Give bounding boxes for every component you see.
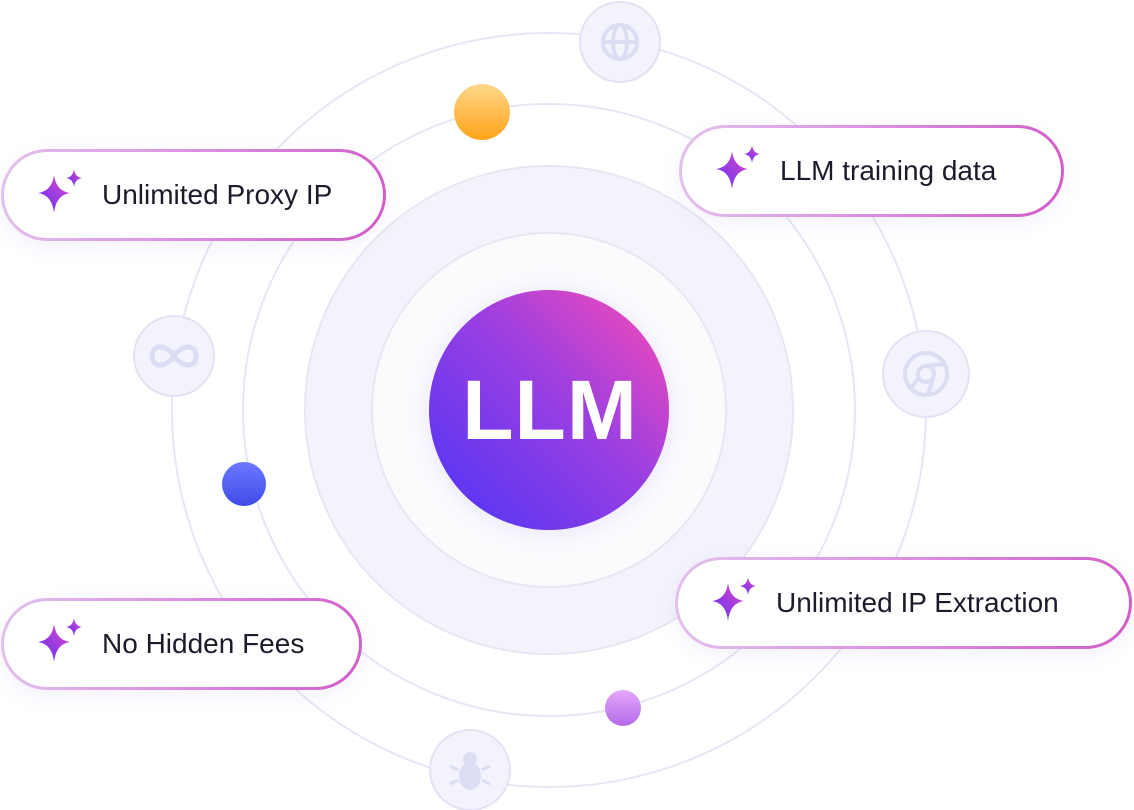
purple-dot — [605, 690, 641, 726]
bug-icon — [429, 729, 511, 810]
llm-core — [429, 290, 669, 530]
globe-icon — [579, 1, 661, 83]
blue-dot — [222, 462, 266, 506]
sparkle-icon — [38, 169, 82, 213]
feature-label: Unlimited Proxy IP — [102, 179, 333, 210]
orange-dot — [454, 84, 510, 140]
feature-pill-no-hidden-fees: No Hidden Fees — [1, 598, 362, 690]
feature-label: No Hidden Fees — [102, 628, 305, 659]
sparkle-icon — [716, 145, 760, 189]
chrome-icon — [882, 330, 970, 418]
middle-orbit — [242, 103, 856, 717]
infinity-icon — [133, 315, 215, 397]
sparkle-icon — [38, 618, 82, 662]
feature-pill-unlimited-proxy-ip: Unlimited Proxy IP — [1, 149, 386, 241]
sparkle-icon — [712, 577, 756, 621]
feature-pill-llm-training-data: LLM training data — [679, 125, 1064, 217]
feature-label: Unlimited IP Extraction — [776, 587, 1059, 618]
feature-pill-unlimited-ip-extraction: Unlimited IP Extraction — [675, 557, 1132, 649]
feature-label: LLM training data — [780, 155, 997, 186]
llm-label: LLM — [462, 362, 638, 457]
